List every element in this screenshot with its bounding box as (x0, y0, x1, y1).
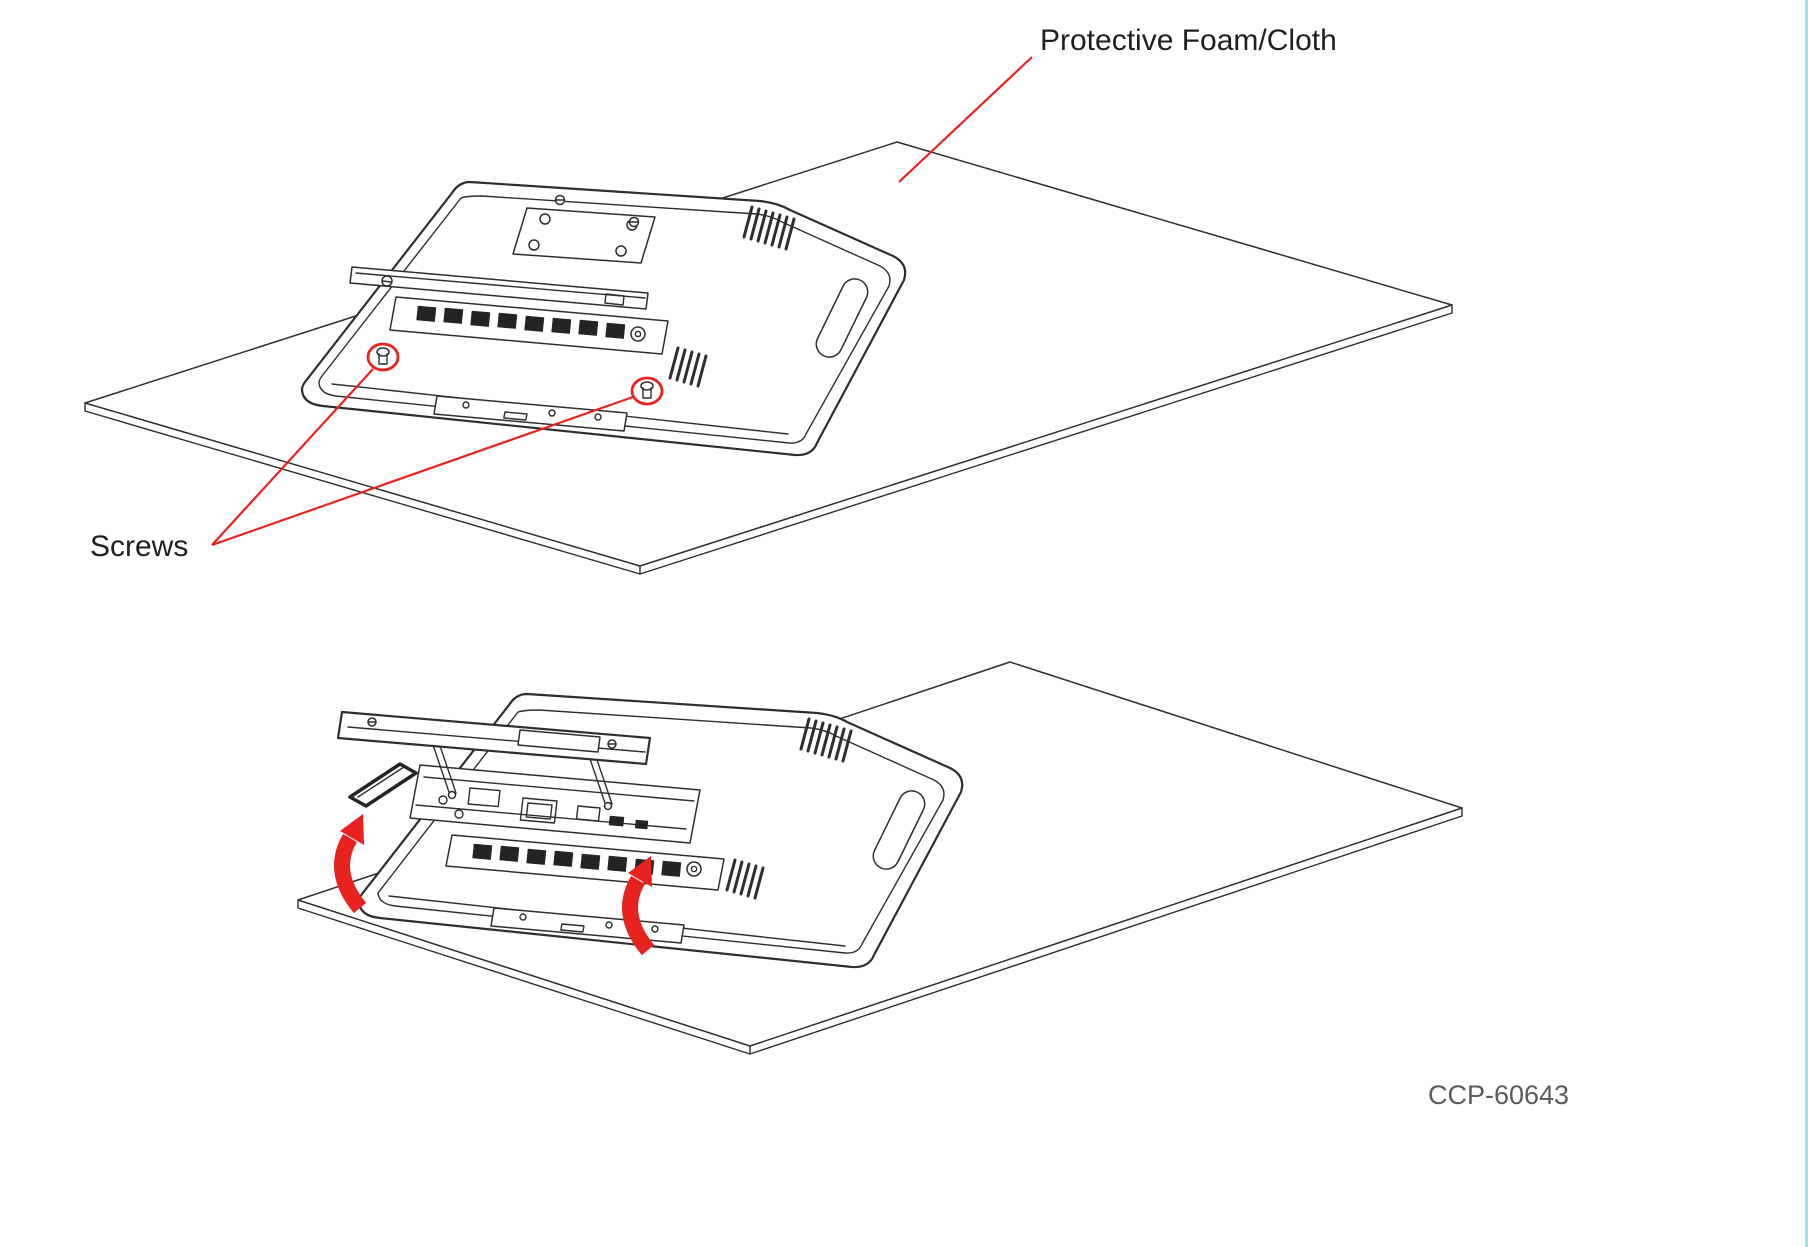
stand-bracket-bar (349, 266, 649, 310)
handle-slot-group (815, 278, 869, 358)
io-port (416, 305, 437, 322)
bracket-bar-inner-line (355, 272, 646, 299)
vent-grille-side-lines (725, 858, 765, 900)
vent-grille-side-lines (668, 346, 708, 388)
hinge-point (603, 801, 613, 811)
io-port (499, 845, 520, 862)
io-port (470, 310, 491, 327)
recess-hole (519, 913, 527, 921)
monitor-inner-contour (318, 195, 891, 444)
cpu-die (525, 802, 553, 820)
cpu-module (519, 797, 558, 824)
vesa-plate-outline (512, 207, 656, 264)
handle-slot-group (872, 790, 926, 870)
screw-highlight-circle-left (366, 342, 400, 372)
io-port (578, 319, 599, 336)
screw-shaft (642, 387, 652, 399)
vesa-mount-plate (512, 194, 656, 264)
screws-label: Screws (90, 530, 189, 563)
recess-slot (560, 923, 585, 933)
io-port (524, 315, 545, 332)
io-port (580, 853, 601, 870)
rotation-arrow-left-body (334, 833, 367, 914)
io-port (553, 850, 574, 867)
power-connector-pin (690, 865, 698, 873)
flap-vesa-plate (517, 729, 601, 753)
foam-sheet-thickness-edge (297, 807, 1463, 1055)
power-connector (630, 326, 646, 342)
stand-foot-bracket (348, 762, 418, 808)
bracket-screw-slot (382, 280, 392, 283)
leader-line-foam (898, 56, 1033, 183)
bracket-end-detail (604, 293, 625, 306)
vesa-hole (615, 245, 627, 257)
board-connector (438, 795, 448, 805)
bottom-illustration (297, 661, 1463, 1055)
hinge-point (447, 790, 457, 800)
bottom-recess-outline (433, 395, 628, 432)
power-connector (686, 861, 702, 877)
io-port (526, 848, 547, 865)
screw-left (376, 347, 390, 365)
top-illustration (84, 56, 1453, 575)
bracket-bar-outline (349, 266, 649, 310)
board-connector (454, 809, 464, 819)
rotation-arrow-right (622, 856, 655, 956)
rotation-arrow-right-head (628, 856, 652, 887)
vesa-hole (539, 213, 551, 225)
flap-support-arm (431, 739, 457, 796)
part-code-label: CCP-60643 (1428, 1080, 1570, 1110)
pcb-chip (467, 787, 501, 808)
monitor-back (300, 180, 907, 457)
right-edge-line (1805, 0, 1808, 1247)
pcb-chip (575, 805, 601, 822)
flap-panel (336, 710, 652, 766)
io-port (443, 307, 464, 324)
io-port (497, 312, 518, 329)
recess-hole (548, 409, 556, 417)
screw-shaft (378, 353, 388, 365)
io-port (605, 322, 626, 339)
recess-hole (651, 925, 659, 933)
leader-line-screw-left (211, 368, 374, 546)
handle-slot (815, 278, 869, 358)
power-connector-pin (634, 330, 642, 338)
recess-slot (503, 411, 528, 421)
opened-cover-flap (336, 710, 652, 811)
vent-grille-top-lines (799, 717, 853, 763)
io-port-strip (389, 296, 669, 355)
recess-hole (605, 921, 613, 929)
bottom-recess-strip (433, 395, 628, 432)
vesa-hole (528, 239, 540, 251)
io-port (607, 855, 628, 872)
rotation-arrow-left-head (340, 814, 364, 845)
io-port (472, 843, 493, 860)
stand-foot-bracket-line (357, 766, 405, 798)
screw-highlight-circle-right (630, 376, 664, 406)
pcb-component (634, 819, 649, 830)
handle-slot (872, 790, 926, 870)
screw-right (640, 381, 654, 399)
rotation-arrow-right-body (622, 875, 655, 956)
recess-hole (594, 413, 602, 421)
recess-hole (462, 401, 470, 409)
io-port (551, 317, 572, 334)
vent-grille-top-lines (742, 205, 796, 251)
internal-components (409, 764, 701, 844)
io-port (661, 860, 682, 877)
rotation-arrow-left (334, 814, 367, 914)
foam-cloth-label: Protective Foam/Cloth (1040, 24, 1337, 57)
monitor-back-open (336, 692, 964, 969)
screw-head (376, 347, 390, 357)
leader-line-screw-right (211, 395, 634, 547)
screw-head (640, 381, 654, 391)
pcb-component (608, 815, 625, 827)
screw-annotations (211, 56, 1033, 547)
